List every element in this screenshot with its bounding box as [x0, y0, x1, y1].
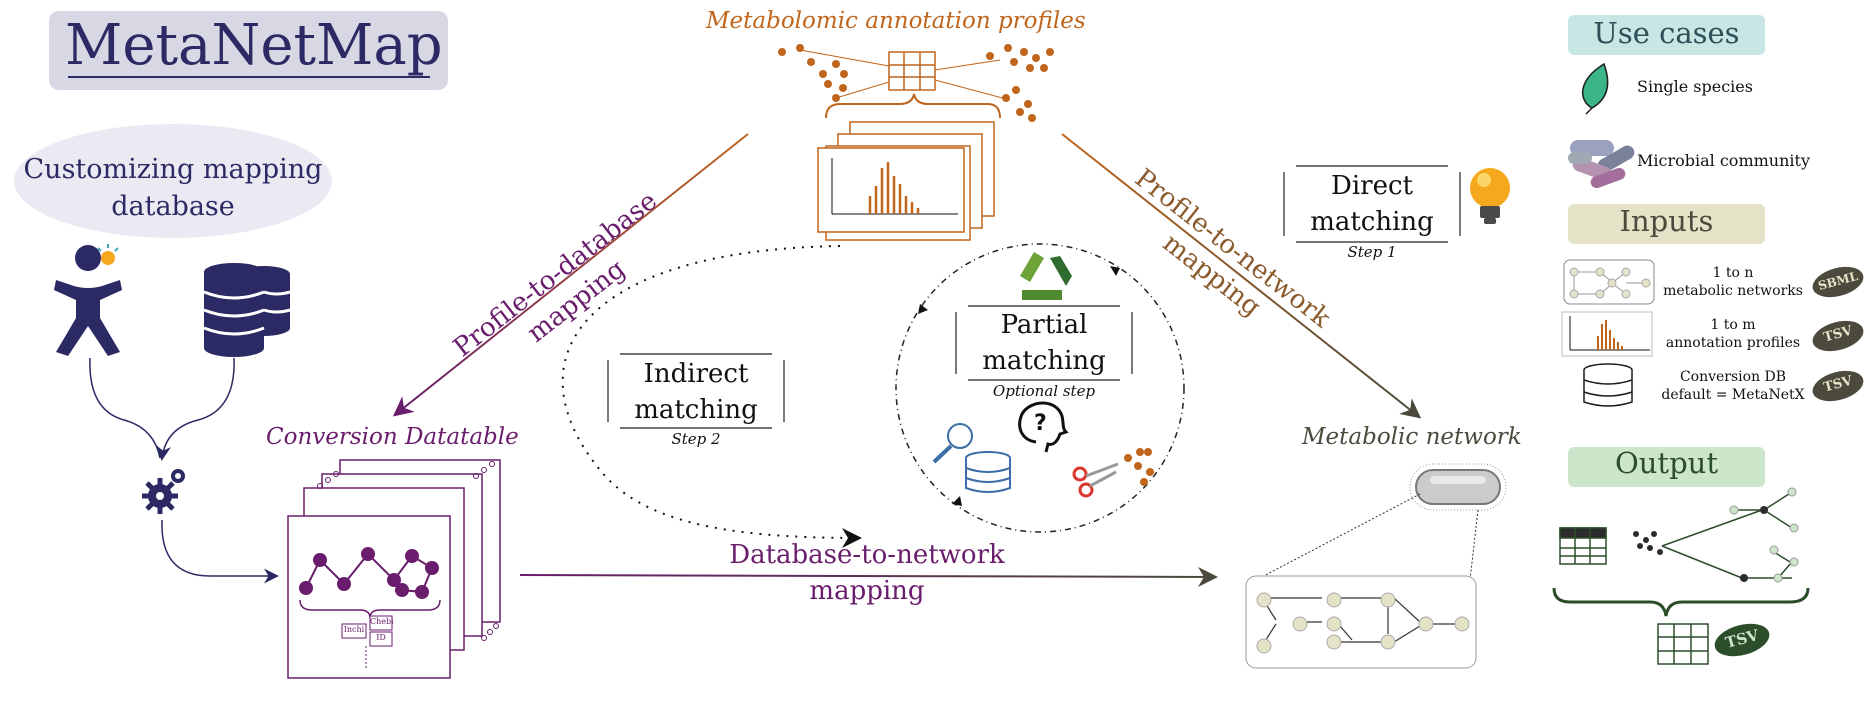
input-conversion-text: Conversion DB default = MetaNetX: [1660, 368, 1806, 404]
input-networks-text: 1 to n metabolic networks: [1660, 264, 1806, 300]
profile-dots-icon: [778, 44, 1054, 122]
inputs-header-box: [1568, 204, 1765, 244]
user-to-merge-line: [89, 357, 161, 459]
scissors-icon: [1072, 448, 1154, 498]
partial-line2: matching: [982, 346, 1106, 376]
customize-ellipse: [14, 124, 332, 238]
partial-matching-cycle: [895, 243, 1185, 533]
input-profiles-line1: 1 to m: [1710, 317, 1756, 333]
db-net-mapping-line2: mapping: [809, 576, 925, 606]
search-database-icon: [932, 423, 1011, 493]
tsv-badge-db-icon: [1812, 370, 1864, 402]
direct-label: Direct matching: [1296, 168, 1448, 240]
partial-line1: Partial: [1000, 310, 1088, 340]
partial-step: Optional step: [992, 382, 1096, 400]
spectrum-plot-icon: [831, 158, 958, 215]
input-conversion-line1: Conversion DB: [1679, 369, 1787, 385]
use-case-single: Single species: [1637, 77, 1753, 96]
datatable-id-boxes: [341, 615, 393, 670]
datatable-stack: [287, 459, 501, 679]
output-table-icon: [1559, 527, 1607, 565]
spectra-stack: [817, 121, 995, 241]
input-database-icon: [1583, 363, 1633, 407]
bacterium-icon: [1409, 463, 1507, 511]
input-conversion-line2: default = MetaNetX: [1661, 387, 1805, 403]
user-icon: [54, 245, 122, 356]
indirect-line1: Indirect: [643, 359, 749, 389]
question-head-icon: ?: [1018, 401, 1069, 453]
id-label-chebi: Chebi: [370, 617, 394, 626]
leaf-icon: [1581, 62, 1609, 115]
cycle-arrow-1: [1110, 266, 1120, 276]
tsv-badge-profiles-icon: [1812, 320, 1864, 352]
use-cases-header: Use cases: [1593, 16, 1740, 50]
lightbulb-icon: [1470, 168, 1510, 224]
output-brace: [1552, 587, 1810, 617]
profile-brace: [825, 93, 1001, 119]
gears-icon: [142, 469, 185, 514]
database-stack-icon: [203, 263, 291, 357]
profiles-title: Metabolomic annotation profiles: [706, 8, 1086, 34]
conversion-title: Conversion Datatable: [266, 424, 519, 450]
customize-label-line1: Customizing mapping: [23, 154, 323, 185]
id-label-id: ID: [376, 633, 386, 642]
input-networks-line1: 1 to n: [1712, 265, 1754, 281]
indirect-dotted-arc: [561, 245, 862, 548]
indirect-line2: matching: [634, 395, 758, 425]
zoom-line-right: [1469, 509, 1479, 581]
output-network-icon: [1661, 487, 1799, 583]
gears-to-datatable-line: [161, 519, 279, 584]
output-grid-icon: [1657, 623, 1709, 665]
direct-line2: matching: [1310, 207, 1434, 237]
title-underline: [68, 76, 430, 78]
indirect-bracket: [607, 353, 785, 429]
db-to-merge-line: [156, 357, 235, 461]
molecule-graph-icon: [299, 547, 439, 599]
use-cases-header-box: [1568, 15, 1765, 55]
metabolic-network-graph-icon: [1256, 592, 1470, 654]
customize-label-line2: database: [111, 191, 235, 222]
svg-text:?: ?: [1034, 411, 1047, 436]
use-case-community: Microbial community: [1637, 151, 1810, 170]
cycle-arrow-3: [952, 496, 962, 506]
profile-to-network-arrow: [1061, 133, 1422, 419]
network-title: Metabolic network: [1302, 424, 1522, 450]
output-header: Output: [1614, 446, 1718, 480]
profile-to-database-arrow: [392, 133, 749, 417]
input-profiles-line2: annotation profiles: [1665, 335, 1801, 351]
direct-line1: Direct: [1331, 171, 1413, 201]
direct-step: Step 1: [1347, 243, 1397, 261]
sbml-badge-icon: [1812, 266, 1864, 298]
page-title: MetaNetMap: [65, 13, 443, 78]
output-tsv-badge-icon: [1714, 623, 1770, 657]
profile-grid-icon: [799, 49, 1011, 101]
output-dots-icon: [1633, 531, 1663, 555]
partial-label: Partial matching: [968, 307, 1120, 379]
datatable-rings: [317, 461, 499, 641]
direct-bracket: [1283, 165, 1461, 243]
cycle-arrow-2: [918, 304, 928, 314]
db-net-mapping-label: Database-to-network mapping: [707, 537, 1027, 609]
idea-sparkle-icon: [97, 244, 119, 265]
id-label-inchi: Inchi: [343, 625, 365, 634]
output-header-box: [1568, 447, 1765, 487]
indirect-step: Step 2: [671, 430, 721, 448]
inputs-header: Inputs: [1619, 204, 1714, 238]
database-to-network-arrow: [519, 566, 1218, 587]
input-network-graph-icon: [1569, 267, 1651, 299]
input-networks-line2: metabolic networks: [1663, 283, 1803, 299]
microbial-community-icon: [1568, 140, 1635, 189]
input-spectrum-icon: [1569, 316, 1650, 351]
network-box: [1245, 575, 1477, 669]
recycle-icon: [1020, 252, 1072, 300]
db-net-mapping-line1: Database-to-network: [729, 540, 1005, 570]
indirect-label: Indirect matching: [620, 356, 772, 428]
zoom-line-left: [1255, 493, 1421, 581]
partial-bracket: [955, 305, 1133, 381]
input-profiles-text: 1 to m annotation profiles: [1660, 316, 1806, 352]
